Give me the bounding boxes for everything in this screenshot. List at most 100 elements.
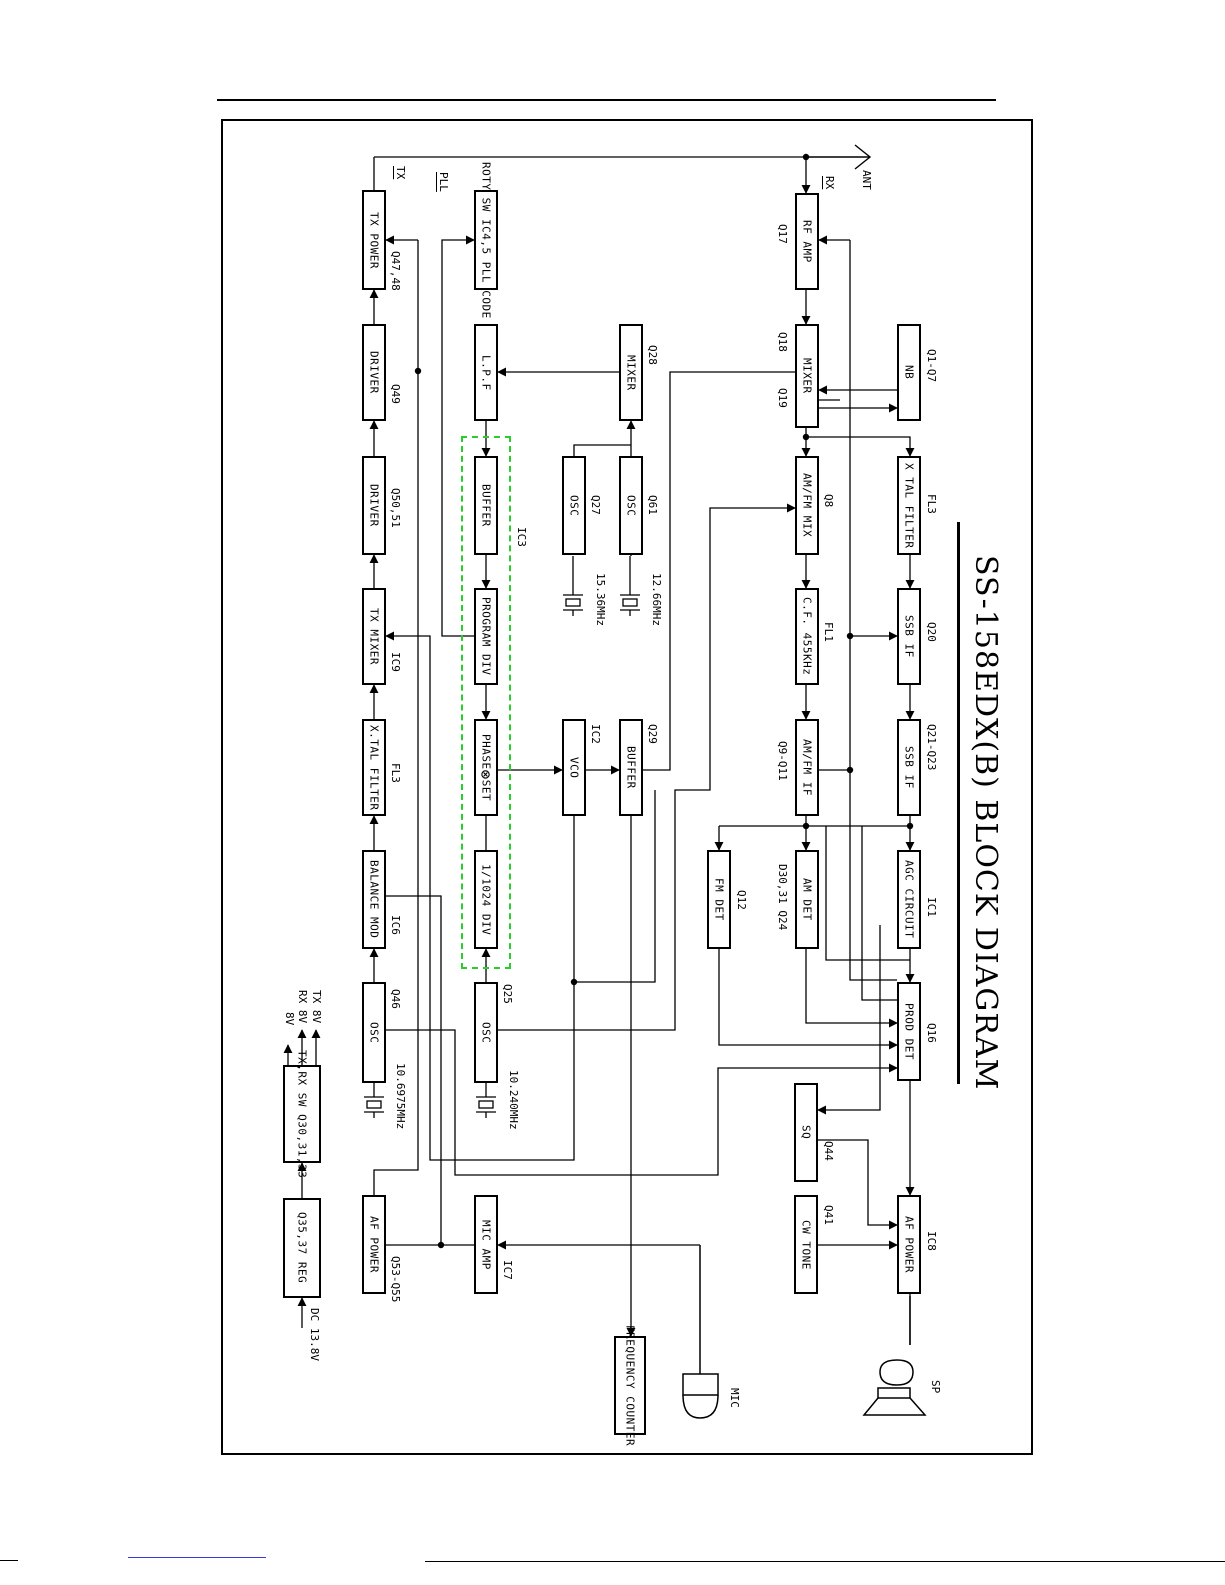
signal-wire [386, 895, 442, 1245]
lpf-block: L.P.F [474, 324, 498, 421]
rx-af-power-part: IC8 [925, 1231, 938, 1251]
osc-q46-freq: 10.6975MHz [394, 1063, 407, 1130]
am-det-block: AM DET [795, 850, 819, 949]
ssb-if-1-part: Q20 [925, 622, 938, 642]
microphone-icon [682, 1245, 719, 1419]
driver-2-block: DRIVER [362, 456, 386, 555]
buffer-q29-part: Q29 [646, 724, 659, 744]
amfm-if-block: AM/FM IF [795, 719, 819, 816]
txrx-switch-block: TX,RX SW Q30,31,33 [283, 1050, 321, 1178]
driver-2-part: Q50,51 [389, 488, 402, 528]
rx-mixer-block: MIXER [795, 324, 819, 428]
rx-af-power-block: AF POWER [897, 1195, 921, 1294]
agc-circuit-block: AGC CIRCUIT [897, 850, 921, 949]
signal-wire [861, 826, 897, 1001]
balance-mod-part: IC6 [389, 915, 402, 935]
rx-xtal-filter-part: FL3 [925, 494, 938, 514]
sq-block: SQ [794, 1083, 818, 1182]
signal-wire [818, 1139, 898, 1230]
amfm-mix-block: AM/FM MIX [795, 456, 819, 555]
mic-amp-block: MIC AMP [474, 1195, 498, 1294]
prod-det-part: Q16 [925, 1023, 938, 1043]
pll-code-block: ROTY SW IC4,5 PLL CODE [474, 162, 498, 318]
rf-amp-part: Q17 [776, 224, 789, 244]
regulator-block: Q35,37 REG [283, 1198, 321, 1298]
junction-dot [846, 632, 854, 640]
rx-xtal-filter-block: X TAL FILTER [897, 456, 921, 555]
osc-q27-freq: 15.36MHz [594, 573, 607, 626]
signal-wire [574, 790, 656, 983]
osc-q46-part: Q46 [389, 989, 402, 1009]
rail-label-8v: 8V [283, 1012, 296, 1026]
vco-block: VCO [562, 719, 586, 816]
signal-wire [573, 444, 631, 456]
crystal-icon-10-6975 [364, 1083, 384, 1118]
ic3-boundary [461, 436, 511, 969]
program-div-block: PROGRAM DIV [474, 588, 498, 685]
fm-det-part: Q12 [735, 890, 748, 910]
osc-q25-part: Q25 [501, 984, 514, 1004]
rail-label-tx-8v: TX 8V [310, 990, 323, 1024]
junction-dot [906, 822, 914, 830]
osc-q61-block: OSC [619, 456, 643, 555]
osc-q46-block: OSC [362, 982, 386, 1083]
signal-wire [817, 925, 881, 1115]
nb-block: NB [897, 324, 921, 421]
tx-xtal-filter-block: X.TAL FILTER [362, 719, 386, 816]
osc-q61-part: Q61 [646, 495, 659, 515]
crystal-icon-10-240 [476, 1083, 496, 1118]
crystal-icon-15-36 [563, 556, 583, 616]
header-rule [217, 99, 996, 101]
speaker-label: SP [929, 1380, 942, 1394]
signal-wire [718, 949, 898, 1050]
dc-input-label: DC 13.8V [308, 1308, 321, 1361]
nb-part: Q1-Q7 [925, 349, 938, 383]
am-det-part: D30,31 Q24 [776, 864, 789, 931]
signal-wire [373, 371, 419, 1195]
div-1024-block: 1/1024 DIV [474, 850, 498, 949]
fm-det-block: FM DET [707, 850, 731, 949]
ssb-if-2-block: SSB IF [897, 719, 921, 816]
signal-wire [385, 631, 575, 1161]
crystal-icon-12-66 [620, 556, 640, 616]
footer-mark-left [0, 1560, 18, 1561]
ssb-if-2-part: Q21-Q23 [925, 724, 938, 771]
cf-455-part: FL1 [822, 622, 835, 642]
rx-mixer-part-b: Q19 [776, 388, 789, 408]
rf-amp-block: RF AMP [795, 193, 819, 290]
diagram-frame [221, 119, 1033, 1455]
phase-set-block: PHASE⊗SET [474, 719, 498, 816]
signal-wire [805, 949, 898, 1028]
cw-tone-part: Q41 [822, 1205, 835, 1225]
amfm-mix-part: Q8 [822, 494, 835, 508]
pll-label: PLL [437, 172, 450, 192]
rail-label-rx-8v: RX 8V [296, 990, 309, 1024]
signal-wire [806, 436, 915, 457]
junction-dot [414, 367, 422, 375]
osc-q61-freq: 12.66MHz [650, 573, 663, 626]
tx-mixer-block: TX MIXER [362, 588, 386, 685]
footer-rule [425, 1561, 1225, 1562]
driver-1-part: Q49 [389, 384, 402, 404]
antenna-label: ANT [860, 170, 873, 190]
speaker-icon [862, 1296, 927, 1416]
cw-tone-block: CW TONE [794, 1195, 818, 1294]
footer-link-stub [128, 1557, 266, 1558]
signal-wire [498, 503, 796, 1031]
junction-dot [570, 978, 578, 986]
buffer-q29-block: BUFFER [619, 719, 643, 816]
sq-part: Q44 [822, 1141, 835, 1161]
antenna-icon [806, 144, 872, 170]
junction-dot [437, 1241, 445, 1249]
mic-label: MIC [728, 1388, 741, 1408]
rx-path-label: RX [823, 176, 836, 190]
junction-dot [802, 822, 810, 830]
tx-af-power-block: AF POWER [362, 1195, 386, 1294]
prod-det-block: PROD DET [897, 982, 921, 1081]
cf-455-block: C.F. 455KHz [795, 588, 819, 685]
tx-power-block: TX POWER [362, 190, 386, 290]
tx-af-power-part: Q53-Q55 [389, 1256, 402, 1303]
driver-1-block: DRIVER [362, 324, 386, 421]
signal-wire [386, 1029, 898, 1176]
